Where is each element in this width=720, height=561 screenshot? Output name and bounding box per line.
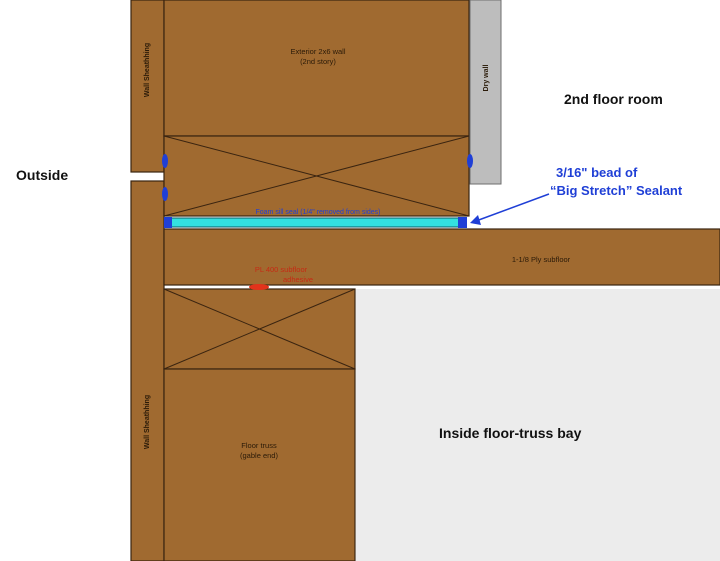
pl400-adhesive-bead bbox=[249, 284, 269, 290]
label-floor-truss-1: Floor truss bbox=[241, 441, 277, 450]
floor-truss-bay-area bbox=[356, 289, 720, 561]
sealant-arrow-head bbox=[470, 215, 481, 225]
drywall bbox=[469, 0, 502, 185]
sealant-bead-right bbox=[458, 217, 467, 228]
label-second-floor-room: 2nd floor room bbox=[564, 91, 663, 107]
sealant-arrow-line bbox=[475, 193, 550, 222]
label-wall-sheathing-lower: Wall Sheathhing bbox=[144, 395, 151, 449]
label-sealant-2: “Big Stretch” Sealant bbox=[550, 183, 683, 198]
label-wall-sheathing-upper: Wall Sheathhing bbox=[144, 43, 151, 97]
label-exterior-wall-2: (2nd story) bbox=[300, 57, 336, 66]
bottom-plate-cross-b bbox=[163, 135, 470, 217]
label-foam-sill-seal: Foam sill seal (1/4" removed from sides) bbox=[255, 209, 380, 216]
sealant-bead-sheathing-upper bbox=[162, 154, 168, 168]
exterior-wall bbox=[163, 0, 470, 137]
label-floor-truss-2: (gable end) bbox=[240, 451, 278, 460]
wall-sheathing-upper bbox=[130, 0, 165, 173]
label-outside: Outside bbox=[16, 167, 68, 183]
label-adhesive-2: adhesive bbox=[283, 275, 313, 284]
ply-subfloor bbox=[163, 228, 720, 286]
sealant-bead-left bbox=[164, 217, 172, 228]
floor-truss bbox=[163, 368, 356, 561]
label-exterior-wall-1: Exterior 2x6 wall bbox=[290, 47, 345, 56]
label-subfloor: 1-1/8 Ply subfloor bbox=[512, 255, 571, 264]
sealant-bead-sheathing-lower bbox=[162, 187, 168, 201]
sealant-bead-drywall bbox=[467, 154, 473, 168]
wall-sheathing-lower bbox=[130, 180, 165, 561]
label-truss-bay: Inside floor-truss bay bbox=[439, 425, 582, 441]
foam-sill-seal bbox=[165, 217, 466, 228]
label-dry-wall: Dry wall bbox=[483, 65, 490, 92]
label-adhesive-1: PL 400 subfloor bbox=[255, 265, 308, 274]
truss-chord-cross-b bbox=[163, 288, 356, 370]
label-sealant-1: 3/16" bead of bbox=[556, 165, 638, 180]
